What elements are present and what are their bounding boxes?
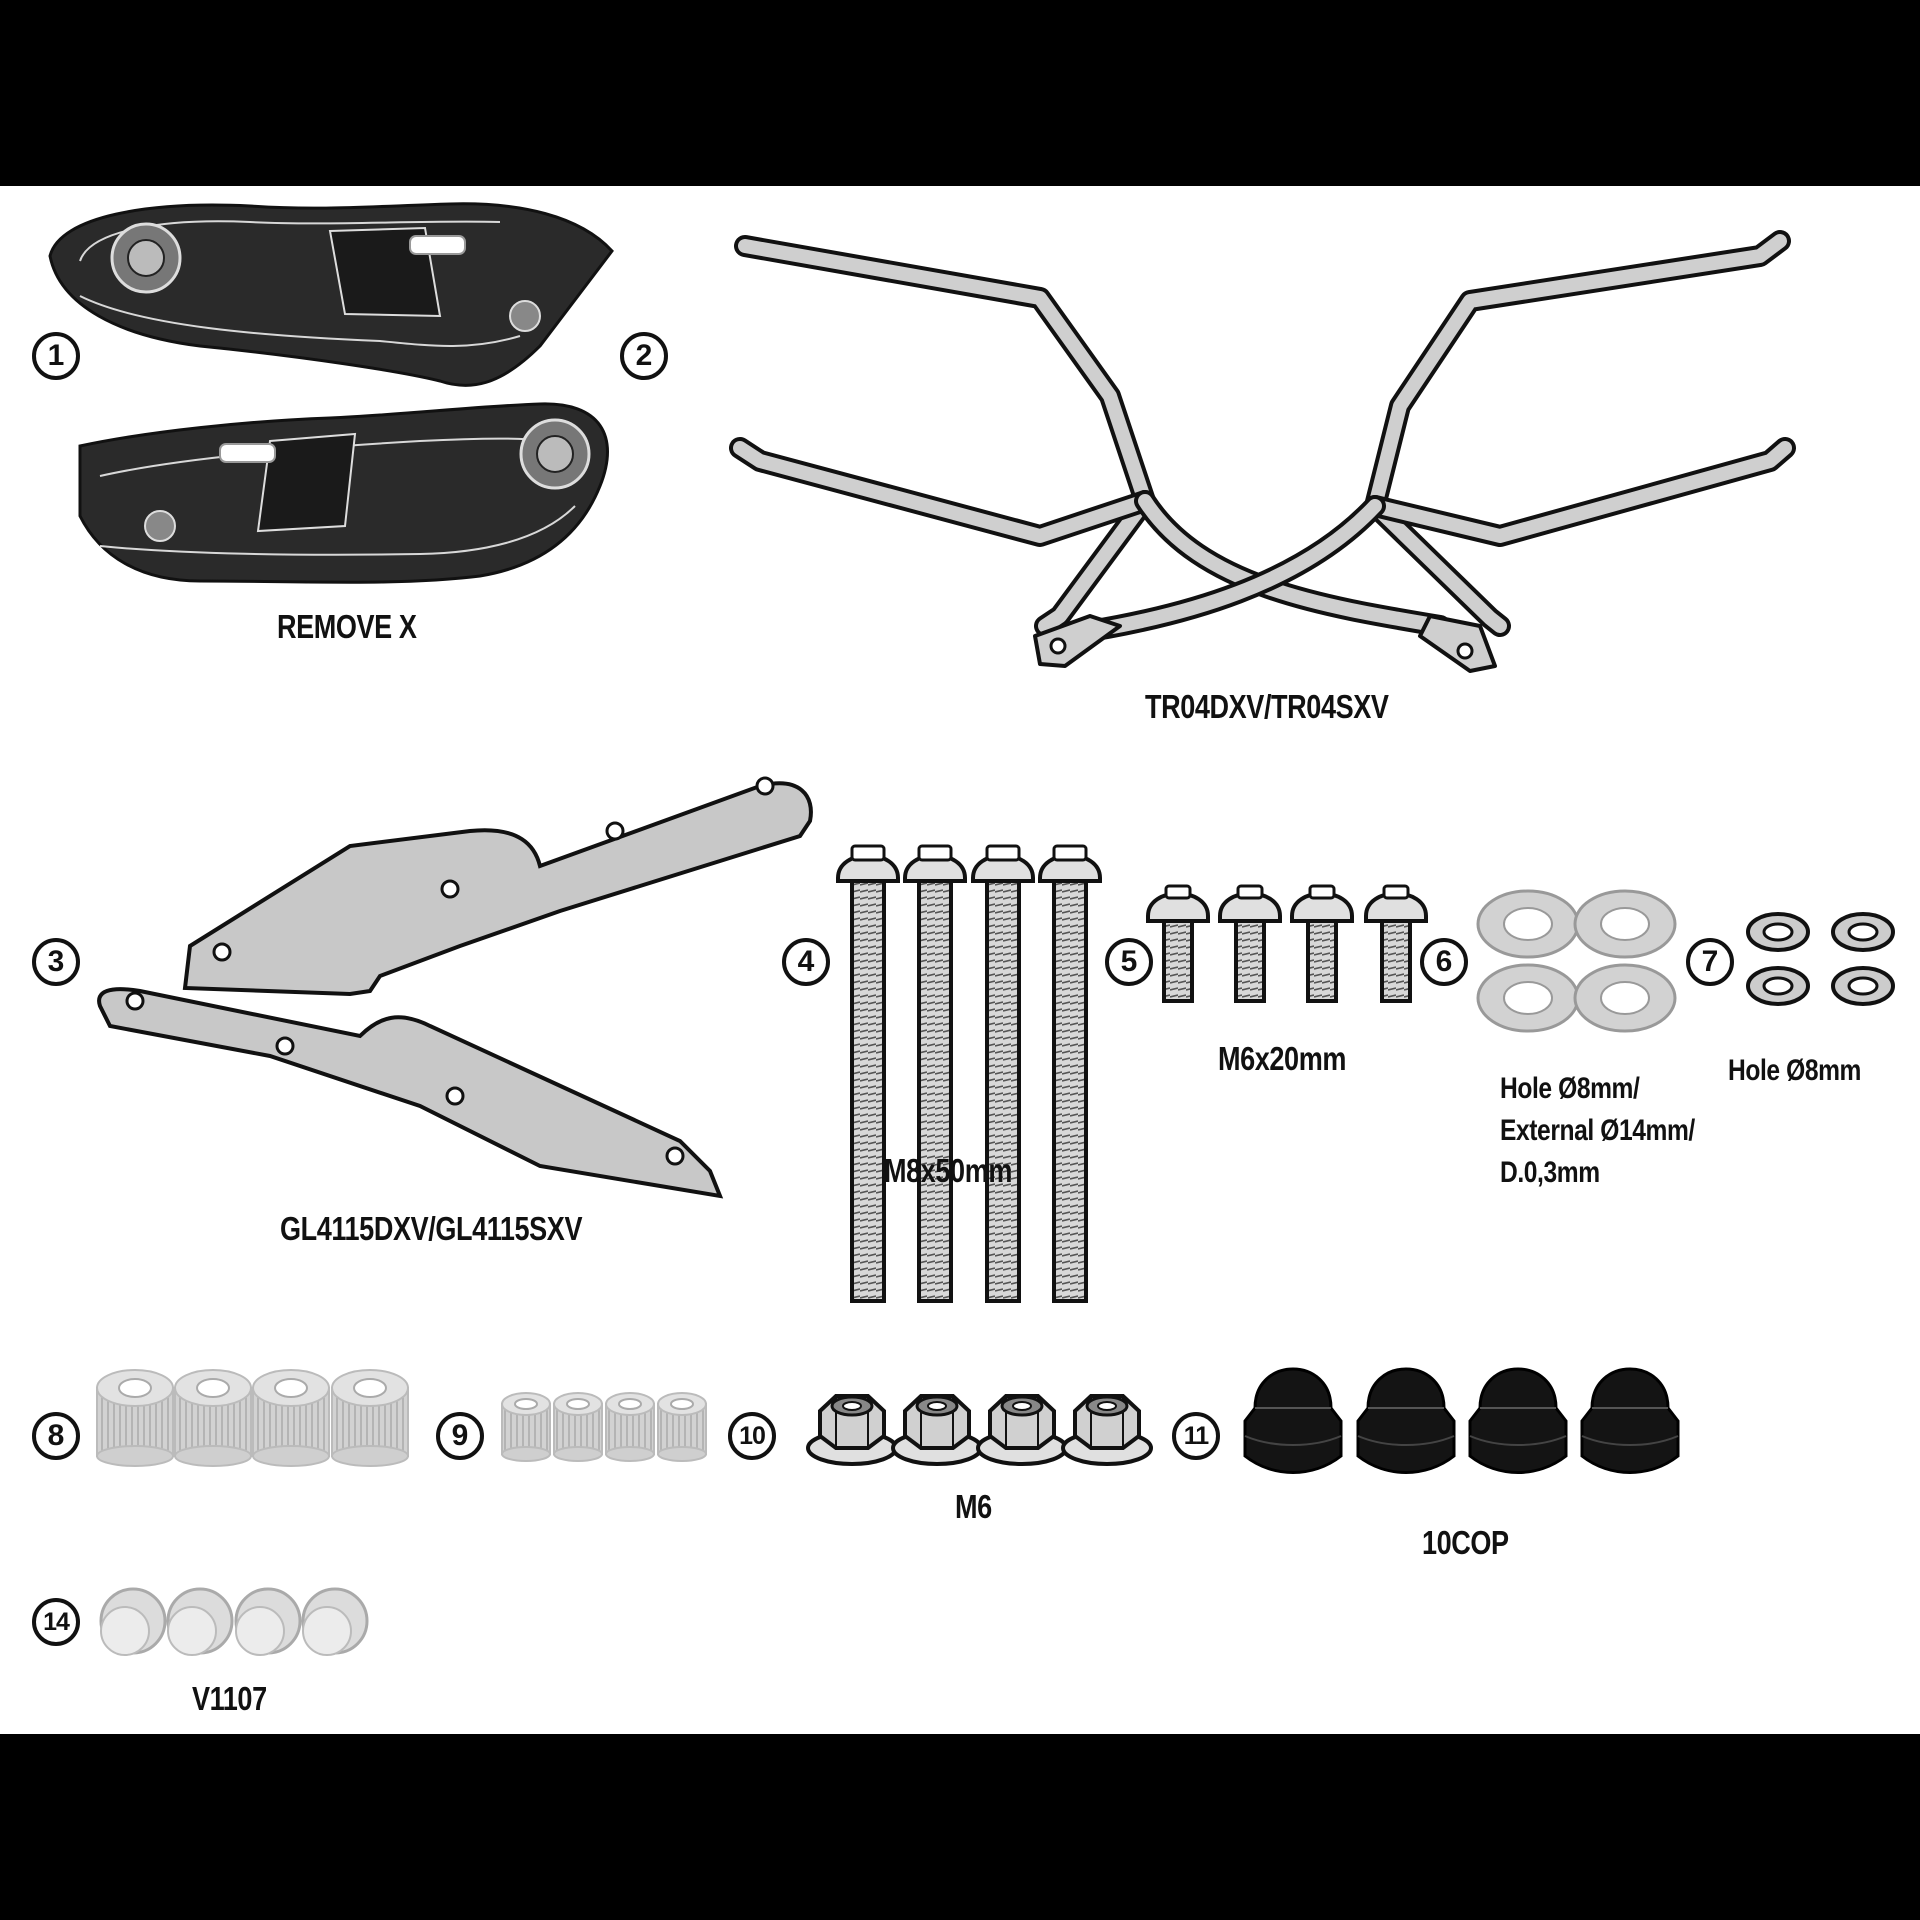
- spring-washers: [1746, 912, 1895, 1006]
- label-short-bolts: M6x20mm: [1218, 1040, 1346, 1077]
- label-plates: GL4115DXV/GL4115SXV: [280, 1210, 583, 1247]
- part-number-10: 10: [728, 1412, 776, 1460]
- rubber-bushings: [99, 1587, 369, 1656]
- parts-illustration: [48, 202, 1895, 1656]
- label-cap-nuts: 10COP: [1422, 1524, 1509, 1561]
- flat-washers: [1476, 889, 1677, 1033]
- part-number-14: 14: [32, 1598, 80, 1646]
- part-number-8: 8: [32, 1412, 80, 1460]
- label-long-bolts: M8x50mm: [884, 1152, 1012, 1189]
- label-spring-washers: Hole Ø8mm: [1728, 1054, 1862, 1087]
- flange-nuts: [806, 1394, 1153, 1466]
- label-remove-x: REMOVE X: [277, 608, 417, 645]
- part-number-2: 2: [620, 332, 668, 380]
- side-panel-right: [78, 402, 609, 584]
- part-number-1: 1: [32, 332, 80, 380]
- side-panel-left: [48, 202, 614, 387]
- long-bolts: [836, 844, 1102, 1303]
- part-number-9: 9: [436, 1412, 484, 1460]
- large-spacers: [96, 1369, 409, 1467]
- cap-nuts: [1243, 1367, 1680, 1474]
- short-bolts: [1146, 884, 1428, 1003]
- small-spacers: [501, 1392, 707, 1462]
- parts-sheet: 1 2 3 4 5 6 7 8 9 10 11 14 REMOVE X TR04…: [0, 186, 1920, 1734]
- part-number-11: 11: [1172, 1412, 1220, 1460]
- part-number-6: 6: [1420, 938, 1468, 986]
- label-bushings: V1107: [192, 1680, 267, 1717]
- part-number-4: 4: [782, 938, 830, 986]
- label-flat-washers: Hole Ø8mm/ External Ø14mm/ D.0,3mm: [1500, 1072, 1695, 1189]
- part-number-7: 7: [1686, 938, 1734, 986]
- label-tubular-frame: TR04DXV/TR04SXV: [1145, 688, 1389, 725]
- tubular-frame-pair: [729, 230, 1796, 673]
- label-flange-nuts: M6: [955, 1488, 992, 1525]
- mounting-plates: [97, 776, 813, 1199]
- part-number-5: 5: [1105, 938, 1153, 986]
- part-number-3: 3: [32, 938, 80, 986]
